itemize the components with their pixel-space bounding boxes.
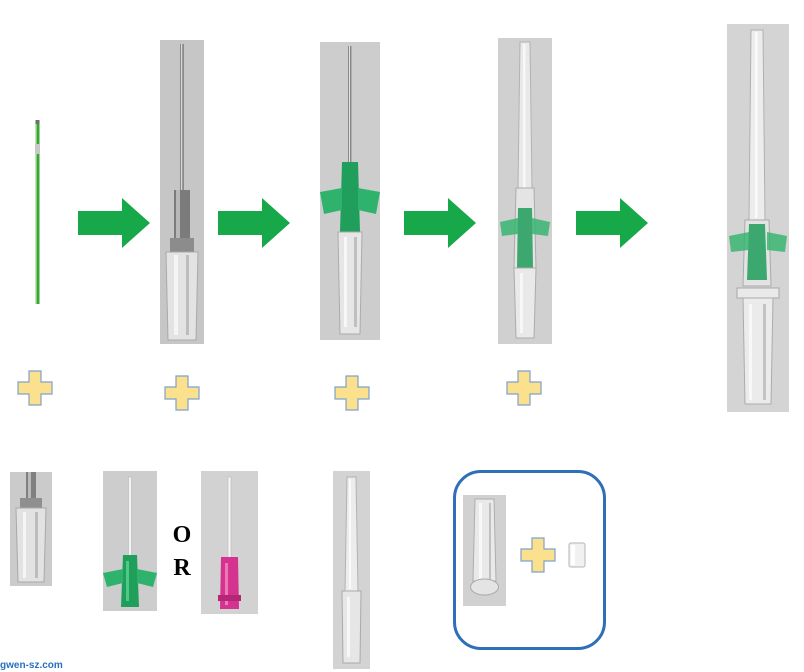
or-label-bottom: R — [173, 555, 191, 581]
right-arrow-icon — [404, 198, 476, 248]
right-arrow-icon — [218, 198, 290, 248]
plus-icon — [520, 537, 556, 573]
right-arrow-icon — [576, 198, 648, 248]
component-green-hub-needle-photo — [103, 471, 157, 611]
component-needle-hub-photo — [10, 472, 52, 586]
grouped-components-box — [453, 470, 606, 650]
or-label-top: O — [172, 522, 192, 548]
component-clear-cap-photo — [463, 495, 506, 606]
plus-icon — [17, 370, 53, 406]
component-magenta-hub-needle-photo — [201, 471, 258, 614]
plus-icon — [164, 375, 200, 411]
step1-guide-wire — [28, 118, 48, 308]
step3-green-wing-hub-photo — [320, 42, 380, 340]
right-arrow-icon — [78, 198, 150, 248]
plus-icon — [506, 370, 542, 406]
step2-needle-assembly-photo — [160, 40, 204, 344]
watermark-text: gwen-sz.com — [0, 660, 63, 671]
component-clear-sheath-photo — [333, 471, 370, 669]
step4-sheath-assembly-photo — [498, 38, 552, 344]
component-white-plug — [568, 542, 586, 568]
plus-icon — [334, 375, 370, 411]
step5-final-device-photo — [727, 24, 789, 412]
